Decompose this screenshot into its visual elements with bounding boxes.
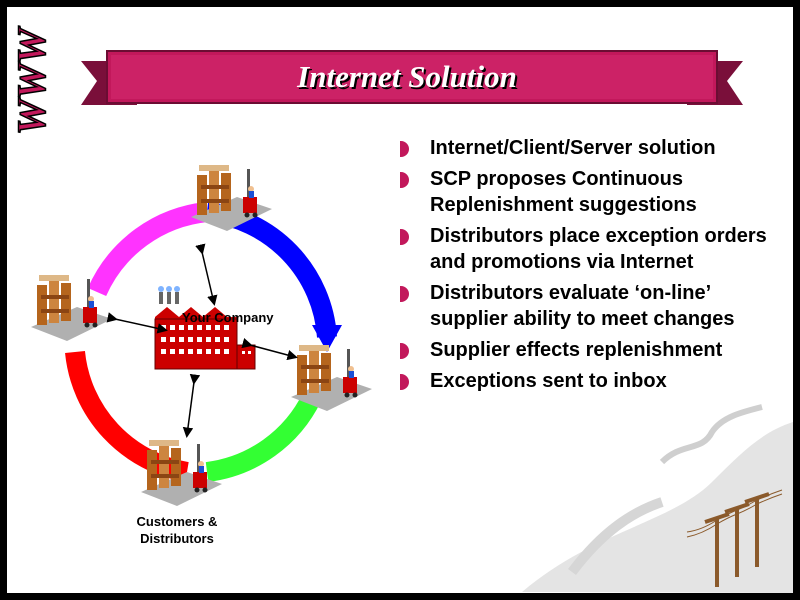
bullet-icon: [400, 141, 409, 157]
svg-text:WWW: WWW: [9, 26, 54, 135]
utility-poles-watermark-icon: [522, 404, 793, 593]
bullet-item: Internet/Client/Server solution: [397, 135, 787, 161]
www-logo: WWW: [8, 25, 55, 136]
bullet-item: Distributors evaluate ‘on-line’ supplier…: [397, 280, 787, 332]
bullet-icon: [400, 172, 409, 188]
slide: WWW Internet Solution Internet/Client/Se…: [7, 7, 793, 593]
slide-title: Internet Solution: [297, 59, 517, 94]
supply-cycle-diagram: [31, 165, 372, 506]
bullet-icon: [400, 229, 409, 245]
cycle-arc-bottom-left: [65, 350, 189, 482]
bullet-icon: [400, 343, 409, 359]
bullet-item: SCP proposes Continuous Replenishment su…: [397, 166, 787, 218]
factory-icon: [154, 286, 256, 370]
connector-arrow-right: [241, 337, 298, 361]
title-banner: [81, 50, 743, 105]
bullet-icon: [400, 374, 409, 390]
cycle-arc-bottom-right: [205, 392, 321, 482]
warehouse-icon-right: [291, 345, 372, 411]
cycle-arrowhead: [312, 325, 342, 352]
bullet-item: Supplier effects replenishment: [397, 337, 787, 363]
cycle-arc-top-left: [87, 202, 209, 297]
bullet-icon: [400, 286, 409, 302]
customers-distributors-label: Customers & Distributors: [136, 514, 218, 546]
connector-arrow-bottom: [182, 373, 201, 438]
bullet-item: Distributors place exception orders and …: [397, 223, 787, 275]
connector-arrow-left: [106, 312, 168, 334]
bullet-list: Internet/Client/Server solution SCP prop…: [397, 135, 787, 399]
connector-arrow-top: [195, 243, 218, 306]
bullet-item: Exceptions sent to inbox: [397, 368, 787, 394]
your-company-label: Your Company: [182, 310, 274, 325]
